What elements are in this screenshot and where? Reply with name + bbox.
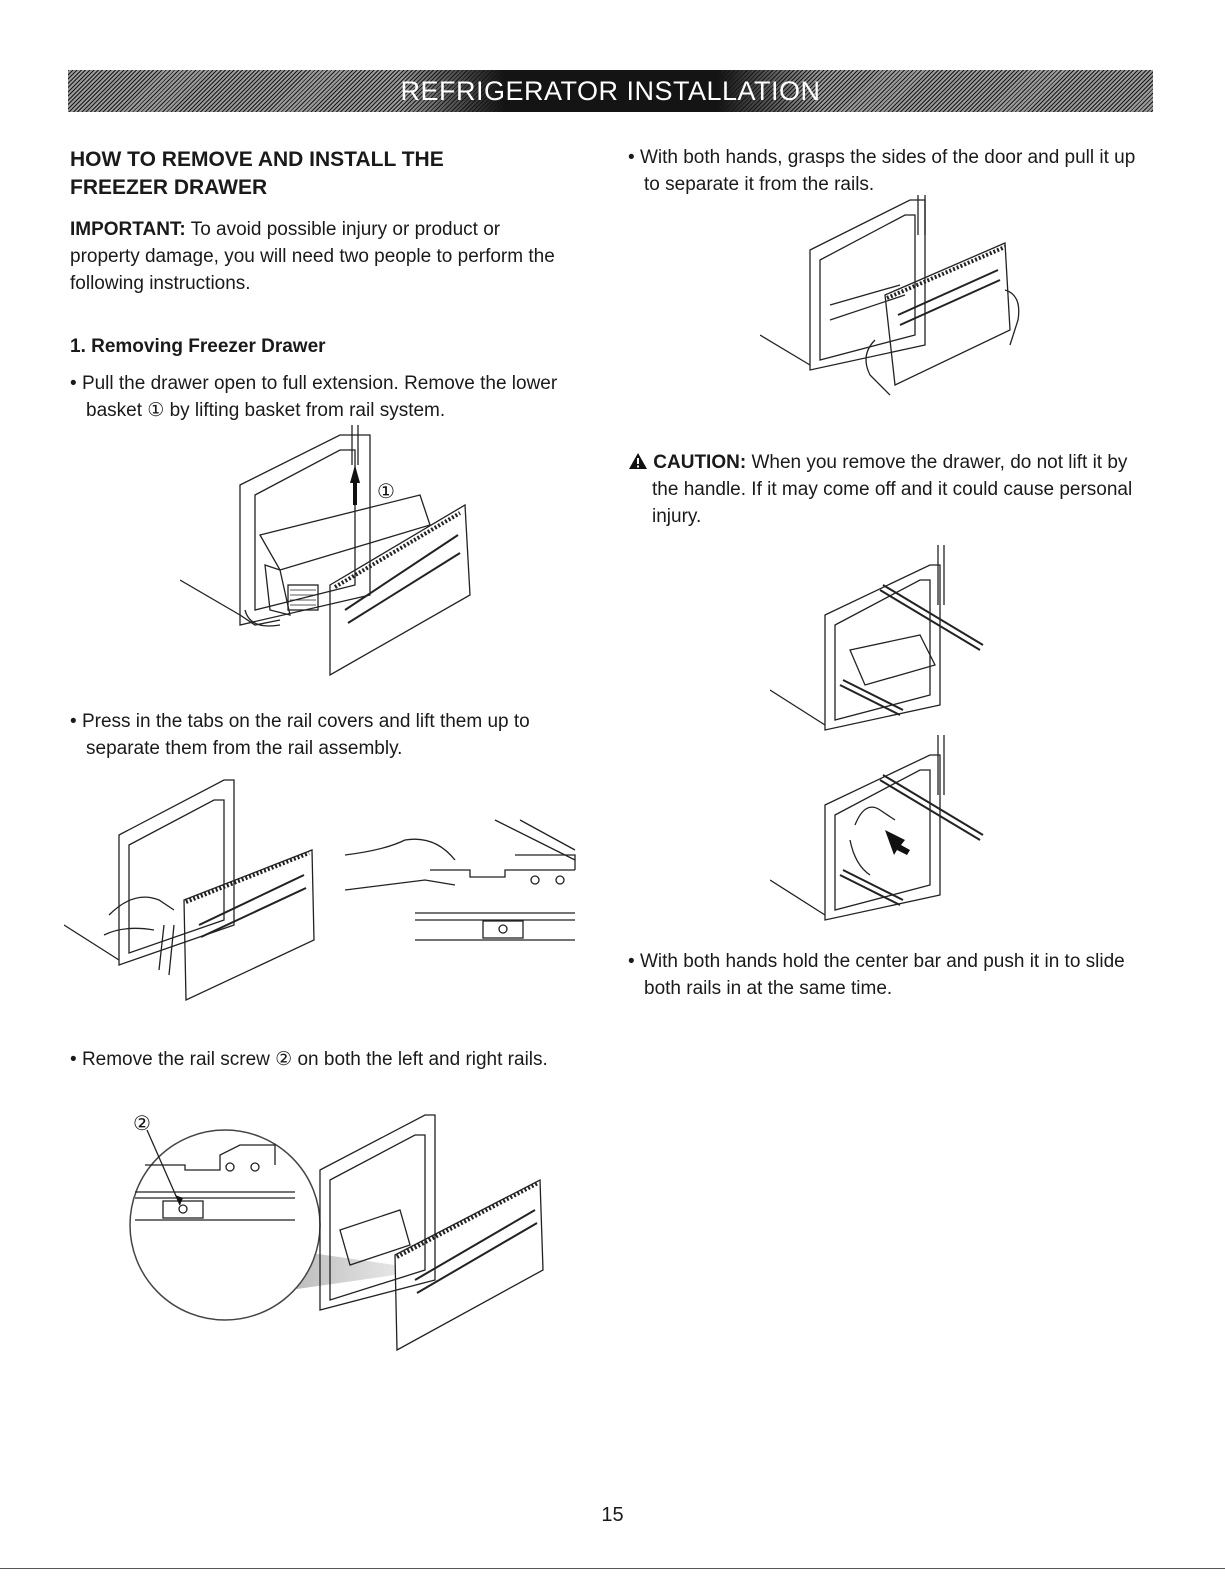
step-1-bullet-3: • Remove the rail screw ② on both the le… (70, 1049, 548, 1070)
rail-tab-closeup-illustration (345, 819, 576, 941)
warning-triangle-icon (629, 453, 647, 469)
important-text: To avoid possible injury or product or p… (70, 219, 555, 294)
callout-1: ① (377, 481, 395, 503)
rail-screw-illustration: ② (129, 1113, 544, 1352)
step-1-bullet-1: • Pull the drawer open to full extension… (70, 373, 558, 421)
caution-text: When you remove the drawer, do not lift … (652, 452, 1133, 527)
caution-note: CAUTION: When you remove the drawer, do … (628, 449, 1148, 530)
bottom-rule (0, 1568, 1225, 1569)
door-lift-illustration (760, 195, 1020, 396)
rail-cover-tab-illustration (64, 779, 315, 1002)
step-1-bullet-2: • Press in the tabs on the rail covers a… (70, 711, 530, 759)
drawer-basket-removal-illustration: ① (180, 425, 471, 677)
right-bullet-2: • With both hands hold the center bar an… (628, 951, 1125, 999)
push-center-bar-illustration (770, 735, 984, 921)
important-note: IMPORTANT: To avoid possible injury or p… (70, 216, 570, 297)
callout-2: ② (133, 1113, 151, 1135)
step-1-title: 1. Removing Freezer Drawer (70, 336, 326, 357)
section-heading: HOW TO REMOVE AND INSTALL THE FREEZER DR… (70, 148, 444, 199)
right-bullet-1: • With both hands, grasps the sides of t… (628, 147, 1136, 195)
page-number: 15 (601, 1504, 624, 1526)
caution-label: CAUTION: (653, 452, 747, 473)
page-header-title: REFRIGERATOR INSTALLATION (400, 75, 821, 106)
page-header-banner: REFRIGERATOR INSTALLATION (68, 70, 1153, 112)
rails-extended-illustration (770, 545, 984, 731)
important-label: IMPORTANT: (70, 219, 186, 240)
